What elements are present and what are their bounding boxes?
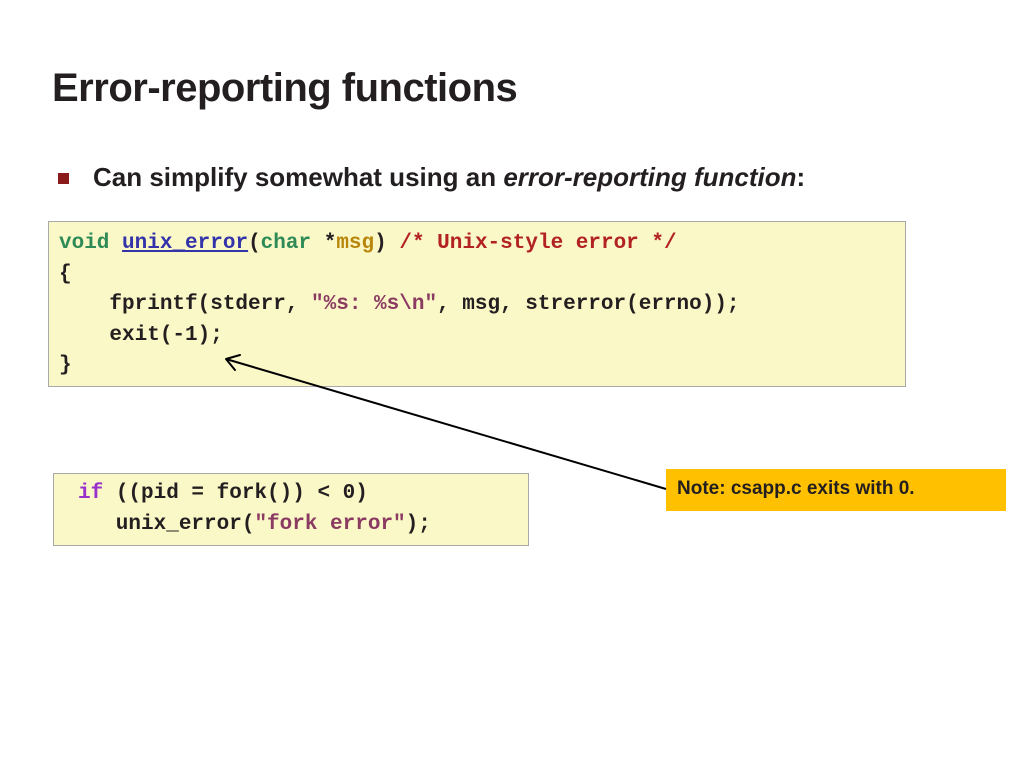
- bullet-square-icon: [58, 173, 69, 184]
- keyword-if: if: [78, 482, 104, 505]
- param-msg: msg: [336, 232, 375, 255]
- code-line: unix_error("fork error");: [78, 510, 528, 541]
- fprintf-pre: fprintf(stderr,: [59, 293, 312, 316]
- format-string: "%s: %s\n": [311, 293, 438, 316]
- fork-check-code-block: if ((pid = fork()) < 0) unix_error("fork…: [53, 473, 529, 546]
- bullet-point: Can simplify somewhat using an error-rep…: [58, 162, 805, 193]
- pointer-star: *: [311, 232, 337, 255]
- code-line: void unix_error(char *msg) /* Unix-style…: [59, 229, 905, 260]
- close-paren: ): [374, 232, 387, 255]
- bullet-text: Can simplify somewhat using an error-rep…: [93, 162, 805, 193]
- code-line: if ((pid = fork()) < 0): [78, 479, 528, 510]
- call-pre: unix_error(: [78, 512, 255, 536]
- fprintf-post: , msg, strerror(errno));: [437, 293, 740, 316]
- unix-error-code-block: void unix_error(char *msg) /* Unix-style…: [48, 221, 906, 387]
- bullet-suffix: :: [796, 162, 806, 192]
- code-line: exit(-1);: [59, 323, 223, 347]
- note-callout: Note: csapp.c exits with 0.: [666, 469, 1006, 511]
- error-string: "fork error": [254, 512, 406, 536]
- function-name: unix_error: [122, 232, 249, 255]
- code-line: }: [59, 354, 72, 377]
- call-post: );: [405, 512, 431, 536]
- bullet-prefix: Can simplify somewhat using an: [93, 162, 504, 192]
- bullet-emphasis: error-reporting function: [503, 162, 797, 192]
- keyword-char: char: [260, 232, 312, 255]
- keyword-void: void: [59, 232, 110, 255]
- code-comment: /* Unix-style error */: [399, 232, 677, 255]
- if-condition: ((pid = fork()) < 0): [103, 482, 368, 505]
- code-line: {: [59, 262, 72, 286]
- slide-title: Error-reporting functions: [52, 66, 518, 110]
- code-line: fprintf(stderr, "%s: %s\n", msg, strerro…: [59, 290, 905, 321]
- open-paren: (: [248, 232, 261, 255]
